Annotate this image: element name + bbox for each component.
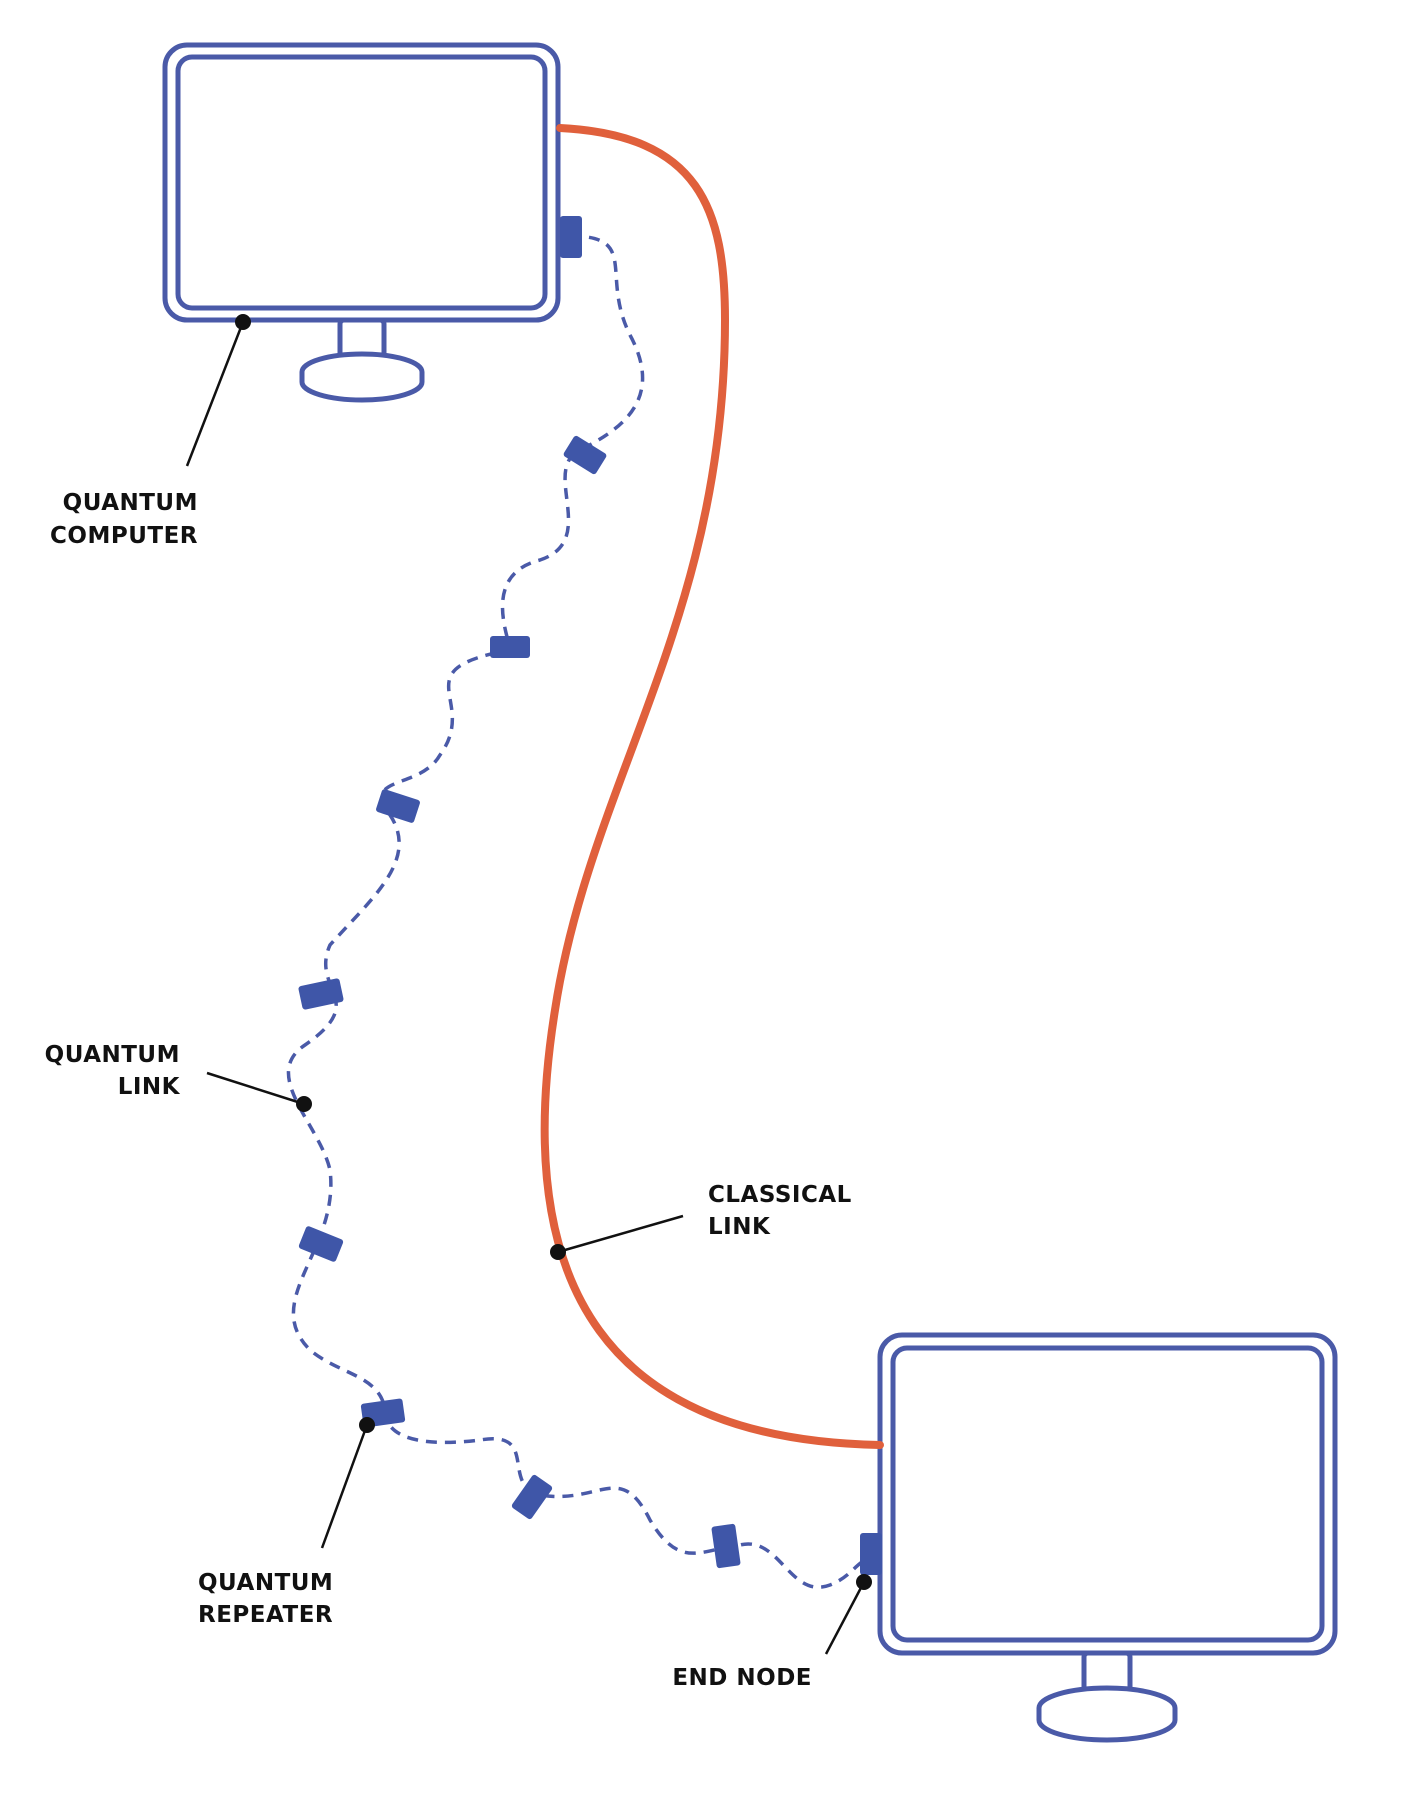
svg-text:REPEATER: REPEATER — [198, 1602, 333, 1628]
label-quantum-link: QUANTUM LINK — [45, 1042, 181, 1100]
svg-text:QUANTUM: QUANTUM — [63, 490, 198, 516]
quantum-repeater — [376, 789, 420, 823]
svg-text:END NODE: END NODE — [672, 1665, 812, 1691]
quantum-repeater — [563, 435, 607, 475]
quantum-connector — [560, 216, 582, 258]
label-end-node: END NODE — [672, 1665, 812, 1691]
svg-text:QUANTUM: QUANTUM — [198, 1570, 333, 1596]
svg-text:CLASSICAL: CLASSICAL — [708, 1182, 852, 1208]
svg-text:COMPUTER: COMPUTER — [50, 523, 198, 549]
quantum-link-cable — [286, 234, 879, 1589]
leader-quantum-link — [206, 1071, 312, 1112]
leader-end-node — [824, 1574, 872, 1655]
quantum-repeater — [711, 1523, 741, 1569]
classical-link-cable — [540, 124, 884, 1449]
label-classical-link: CLASSICAL LINK — [708, 1182, 852, 1240]
leader-quantum-repeater — [320, 1417, 375, 1549]
quantum-repeater — [298, 978, 344, 1010]
quantum-computer-monitor — [162, 42, 561, 403]
quantum-repeater — [490, 636, 530, 658]
end-node-monitor — [877, 1332, 1338, 1743]
svg-text:LINK: LINK — [708, 1214, 771, 1240]
quantum-repeater — [298, 1226, 344, 1262]
leader-quantum-computer — [185, 314, 251, 467]
label-quantum-repeater: QUANTUM REPEATER — [198, 1570, 333, 1628]
quantum-repeaters — [298, 216, 882, 1575]
svg-text:LINK: LINK — [118, 1074, 181, 1100]
leader-classical-link — [550, 1214, 684, 1260]
label-quantum-computer: QUANTUM COMPUTER — [50, 490, 198, 549]
quantum-connector — [860, 1533, 882, 1575]
svg-text:QUANTUM: QUANTUM — [45, 1042, 180, 1068]
quantum-repeater — [511, 1474, 553, 1520]
